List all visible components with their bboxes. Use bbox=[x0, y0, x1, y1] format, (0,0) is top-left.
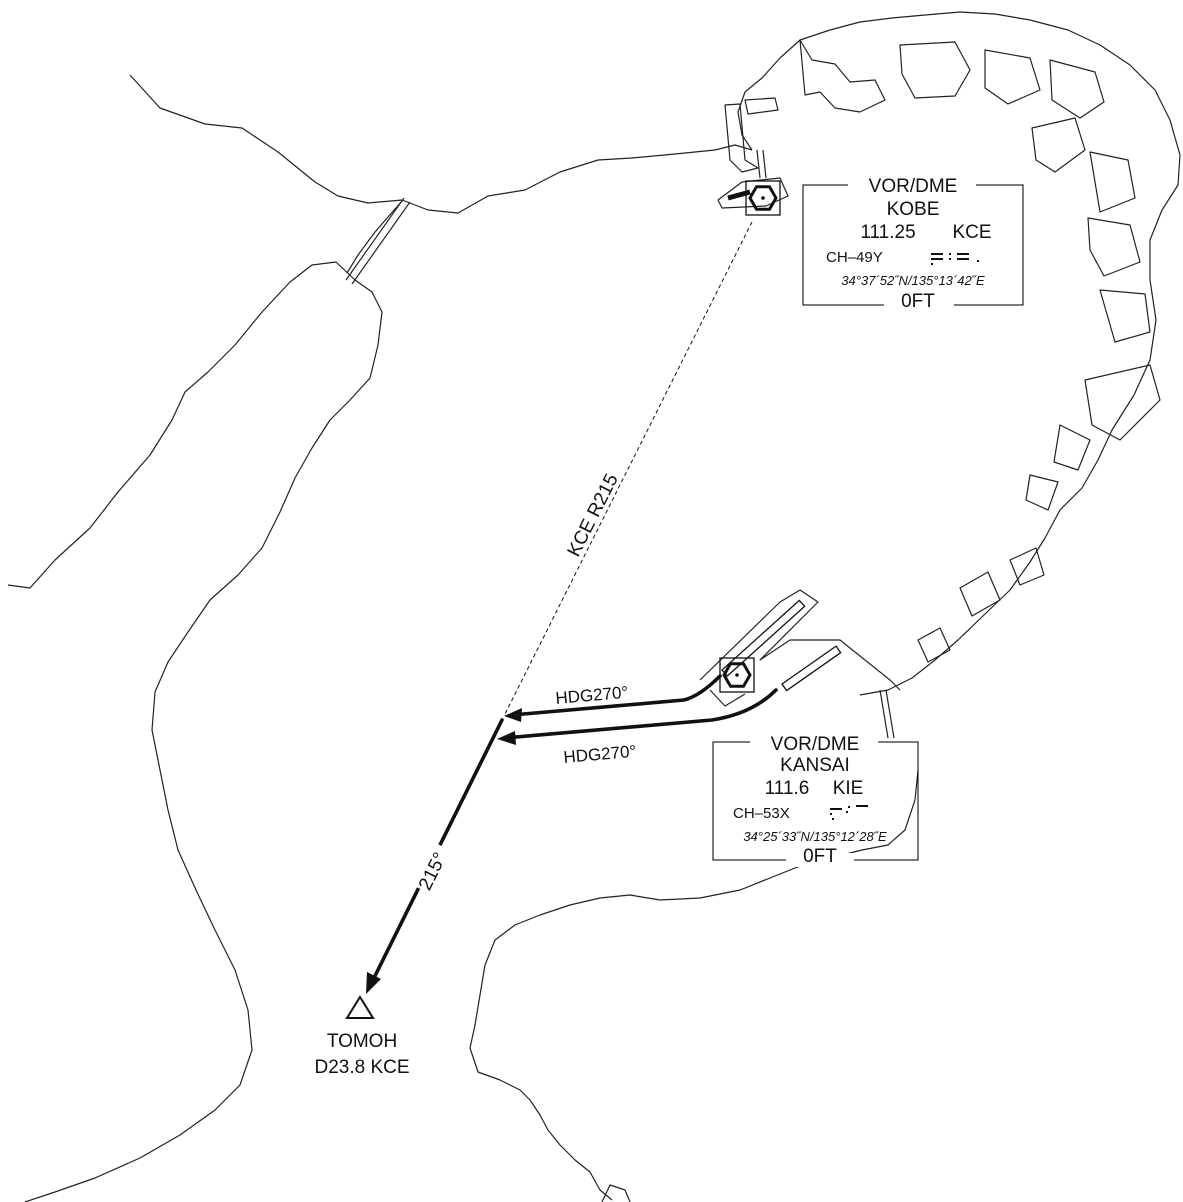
harbor-pier bbox=[1053, 424, 1091, 471]
route-upper bbox=[510, 674, 722, 717]
harbor-structures bbox=[724, 39, 1161, 663]
kobe-info-box: VOR/DME KOBE 111.25 KCE CH–49Y 34°37´52˝… bbox=[802, 176, 1024, 312]
coastline-north bbox=[129, 74, 753, 214]
kobe-morse-code bbox=[931, 253, 979, 265]
kobe-type: VOR/DME bbox=[869, 176, 958, 197]
arrowhead-tomoh bbox=[366, 972, 381, 994]
morse-dash bbox=[931, 258, 943, 260]
runway bbox=[781, 645, 842, 692]
coastline-awaji-peninsula bbox=[7, 261, 383, 1202]
radial-line bbox=[503, 221, 753, 717]
access-bridge bbox=[879, 689, 889, 739]
kobe-airport bbox=[717, 149, 789, 209]
access-bridge bbox=[885, 689, 895, 739]
harbor-pier bbox=[1009, 547, 1045, 586]
kansai-ident: KIE bbox=[833, 778, 864, 799]
kansai-channel: CH–53X bbox=[733, 805, 790, 822]
kobe-vor-dme-symbol bbox=[745, 180, 781, 216]
morse-dash bbox=[856, 805, 868, 807]
arrowhead-upper bbox=[504, 708, 522, 722]
vor-hexagon-icon bbox=[722, 662, 752, 688]
harbor-pier bbox=[744, 97, 779, 115]
morse-dot bbox=[848, 806, 850, 808]
harbor-pier bbox=[1025, 474, 1059, 511]
harbor-pier bbox=[1099, 289, 1151, 343]
frame-gap bbox=[884, 298, 954, 312]
kobe-elevation: 0FT bbox=[901, 291, 935, 312]
dme-square bbox=[745, 180, 781, 216]
course-label-mask bbox=[410, 841, 454, 895]
harbor-pier bbox=[1031, 117, 1086, 173]
fix-name: TOMOH bbox=[327, 1031, 397, 1052]
harbor-pier bbox=[799, 39, 886, 113]
coastline-port-island-stub bbox=[601, 1184, 631, 1202]
airport-island-outline bbox=[717, 177, 789, 209]
kobe-frequency: 111.25 bbox=[860, 222, 915, 243]
morse-dash bbox=[957, 253, 969, 255]
coastline-osaka-bay-east bbox=[737, 11, 1181, 696]
waypoint-triangle-icon bbox=[345, 995, 375, 1019]
kansai-elevation: 0FT bbox=[803, 846, 837, 867]
harbor-pier bbox=[899, 41, 971, 99]
kobe-name: KOBE bbox=[887, 199, 940, 220]
coastline-west-upper bbox=[346, 199, 404, 274]
kobe-ident: KCE bbox=[952, 222, 991, 243]
vor-center-dot bbox=[735, 673, 739, 677]
vor-hexagon-icon bbox=[748, 185, 778, 211]
morse-dot bbox=[977, 260, 979, 262]
morse-dot bbox=[949, 258, 951, 260]
morse-dash bbox=[931, 253, 943, 255]
kansai-coordinates: 34°25´33˝N/135°12´28˝E bbox=[743, 829, 887, 844]
kansai-frequency: 111.6 bbox=[765, 778, 810, 799]
kansai-morse-code bbox=[830, 805, 868, 820]
frame-gap bbox=[786, 853, 854, 867]
kansai-name: KANSAI bbox=[780, 755, 850, 776]
heading-label-lower: HDG270° bbox=[563, 742, 637, 767]
vor-center-dot bbox=[761, 196, 765, 200]
kansai-airport bbox=[699, 589, 901, 739]
runway bbox=[727, 189, 751, 201]
harbor-pier bbox=[959, 571, 1001, 617]
morse-dot bbox=[931, 263, 933, 265]
airport-island-outline bbox=[709, 689, 746, 707]
harbor-pier bbox=[1049, 59, 1105, 119]
frame-gap bbox=[750, 734, 878, 750]
frame-gap bbox=[848, 178, 976, 192]
harbor-pier bbox=[1089, 151, 1136, 213]
harbor-pier bbox=[1087, 217, 1141, 277]
radial-label: KCE R215 bbox=[564, 471, 623, 561]
course-label: 215° bbox=[415, 849, 451, 894]
kobe-coordinates: 34°37´52˝N/135°13´42˝E bbox=[841, 273, 985, 288]
morse-dot bbox=[949, 253, 951, 255]
morse-dash bbox=[830, 808, 842, 810]
harbor-pier bbox=[1084, 364, 1161, 441]
access-bridge bbox=[762, 149, 767, 179]
bridge-line bbox=[345, 197, 405, 281]
kansai-type: VOR/DME bbox=[771, 734, 860, 755]
harbor-pier bbox=[724, 103, 759, 173]
kansai-info-box: VOR/DME KANSAI 111.6 KIE CH–53X 34°25´33… bbox=[712, 734, 919, 867]
morse-dot bbox=[830, 813, 832, 815]
bridge bbox=[345, 197, 411, 285]
kobe-channel: CH–49Y bbox=[826, 249, 883, 266]
airport-island-outline bbox=[699, 589, 901, 691]
morse-dot bbox=[846, 811, 848, 813]
route-lower bbox=[503, 688, 778, 740]
fix-distance: D23.8 KCE bbox=[314, 1057, 409, 1078]
access-bridge bbox=[756, 149, 761, 179]
morse-dash bbox=[957, 258, 969, 260]
arrowhead-lower bbox=[497, 731, 516, 745]
kansai-vor-dme-symbol bbox=[719, 657, 755, 693]
harbor-pier bbox=[984, 49, 1041, 105]
coastlines bbox=[7, 11, 1181, 1202]
morse-dot bbox=[832, 818, 834, 820]
harbor-pier bbox=[917, 627, 951, 663]
bridge-line bbox=[351, 201, 411, 285]
